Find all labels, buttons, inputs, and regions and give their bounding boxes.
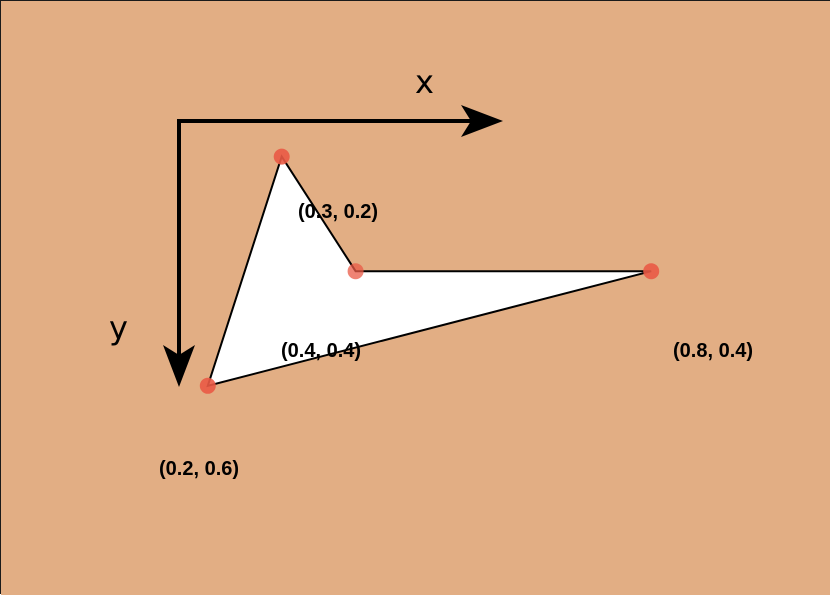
vertex-label: (0.8, 0.4) [673, 340, 753, 362]
vertex-label: (0.2, 0.6) [159, 458, 239, 480]
vertex-point [273, 148, 290, 165]
vertex-label: (0.4, 0.4) [281, 340, 361, 362]
vertex-point [199, 377, 216, 394]
y-axis-label: y [109, 309, 128, 347]
vertex-point [643, 263, 660, 280]
x-axis-label: x [415, 63, 434, 101]
y-axis-arrowhead [163, 345, 195, 387]
x-axis-arrowhead [461, 105, 503, 137]
vertex-point [347, 263, 364, 280]
axes: x y [109, 63, 503, 387]
vertex-label: (0.3, 0.2) [298, 201, 378, 223]
